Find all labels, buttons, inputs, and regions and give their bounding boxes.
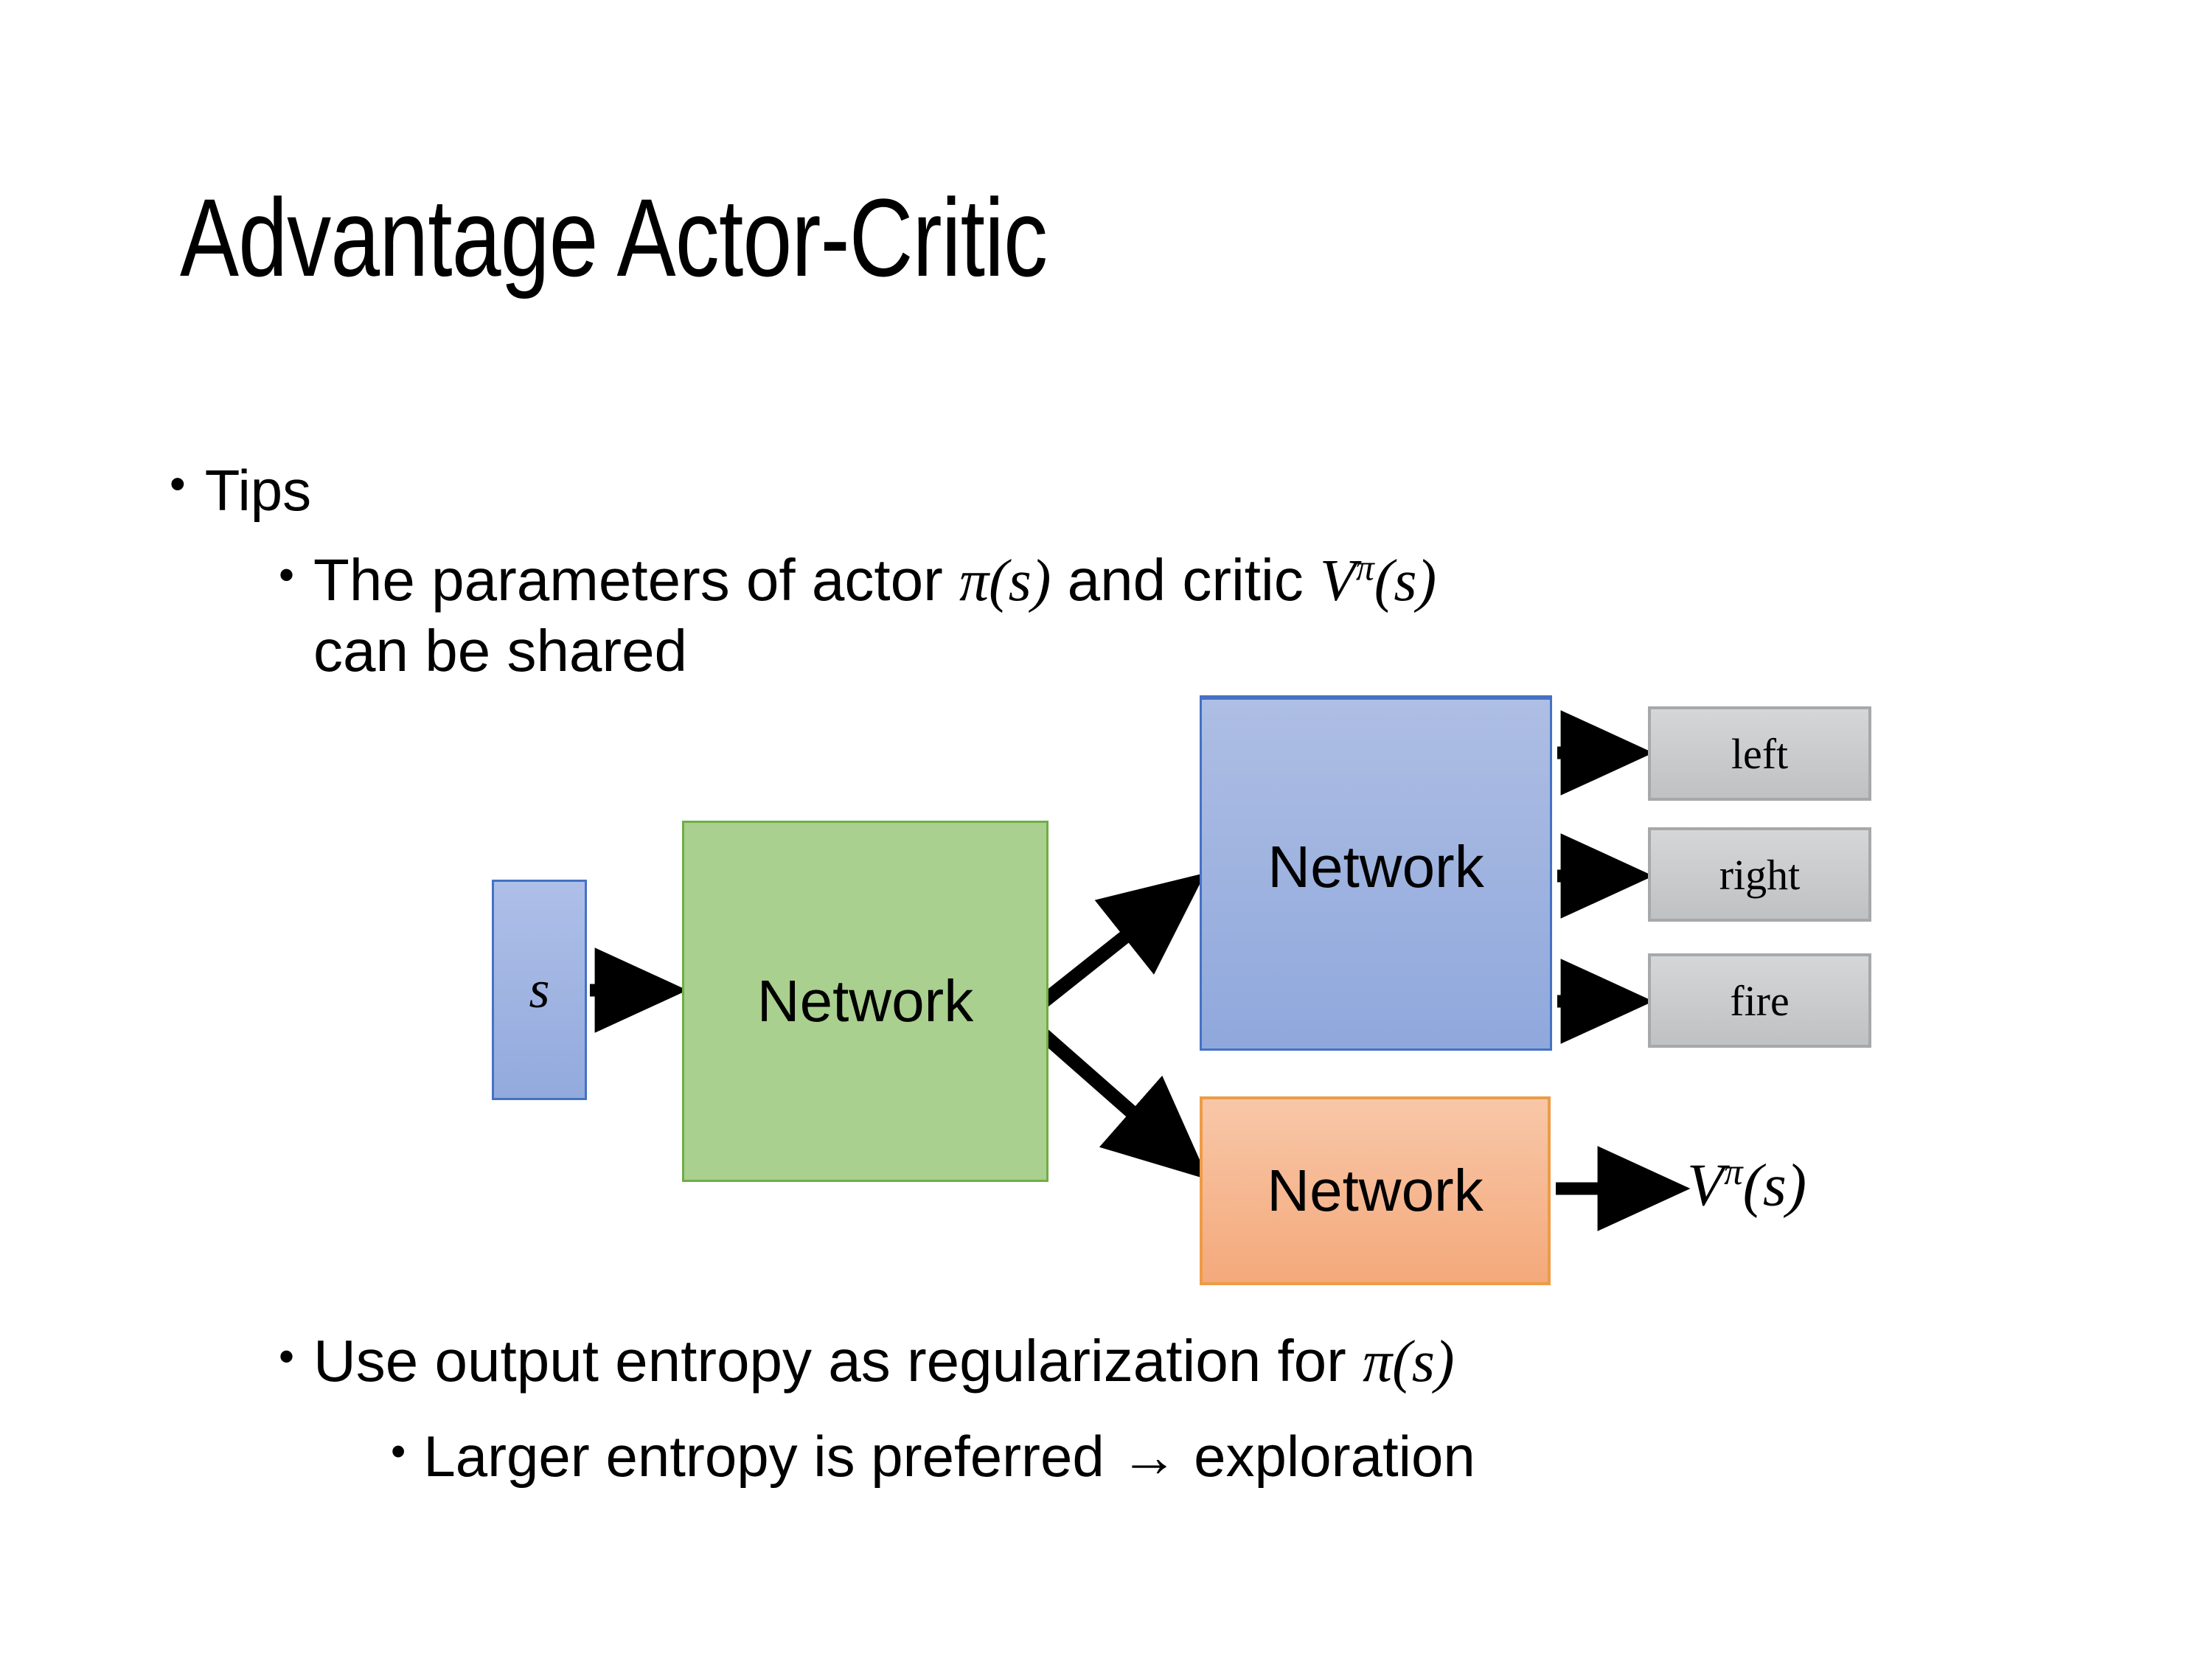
arrow-shared-to-critic-network [1026,1018,1209,1180]
bullet-entropy-label: Use output entropy as regularization for… [313,1327,1455,1396]
bullet-tips-label: Tips [204,458,312,523]
action-box-fire: fire [1648,953,1871,1048]
bullet-shared-parameters-label: The parameters of actor π(s) and critic … [313,546,1436,685]
state-box-label: s [529,960,550,1019]
critic-network-label: Network [1267,1158,1484,1223]
actor-network-label: Network [1267,833,1484,900]
bullet-marker-icon: • [170,459,186,509]
state-input-box: s [492,880,587,1100]
v-symbol: V [1320,549,1356,613]
entropy-text-pre: Use output entropy as regularization for [313,1328,1363,1394]
critic-output-label: Vπ(s) [1687,1150,1806,1220]
critic-output-v: V [1687,1151,1725,1219]
critic-output-superscript: π [1724,1151,1743,1192]
v-superscript-pi: π [1355,547,1374,588]
action-box-left: left [1648,706,1871,801]
critic-network-box: Network [1200,1096,1551,1285]
params-text-mid: and critic [1051,547,1321,613]
action-label-right: right [1719,850,1801,899]
pi-symbol: π [959,549,990,613]
pi-symbol: π [1363,1329,1393,1394]
bullet-larger-entropy: • Larger entropy is preferred → explorat… [391,1423,1475,1490]
bullet-larger-entropy-label: Larger entropy is preferred → exploratio… [423,1424,1475,1489]
arrow-shared-to-actor-network [1026,872,1206,1018]
bullet-entropy-regularization: • Use output entropy as regularization f… [279,1327,1455,1396]
shared-network-box: Network [682,821,1048,1182]
bullet-marker-icon: • [279,1332,295,1381]
page-title: Advantage Actor-Critic [180,175,1048,299]
actor-network-box: Network [1200,695,1552,1051]
bullet-shared-parameters: • The parameters of actor π(s) and criti… [279,546,1436,685]
action-label-left: left [1731,729,1789,778]
v-argument: (s) [1374,549,1437,613]
params-text-post: can be shared [313,617,688,684]
pi-argument: (s) [1392,1329,1455,1394]
action-label-fire: fire [1730,976,1790,1025]
action-box-right: right [1648,827,1871,922]
params-text-pre: The parameters of actor [313,547,959,613]
bullet-tips: • Tips [170,457,311,524]
bullet-marker-icon: • [391,1427,406,1475]
pi-argument: (s) [989,549,1051,613]
shared-network-label: Network [757,968,974,1034]
critic-output-argument: (s) [1742,1151,1807,1219]
bullet-marker-icon: • [279,550,295,599]
